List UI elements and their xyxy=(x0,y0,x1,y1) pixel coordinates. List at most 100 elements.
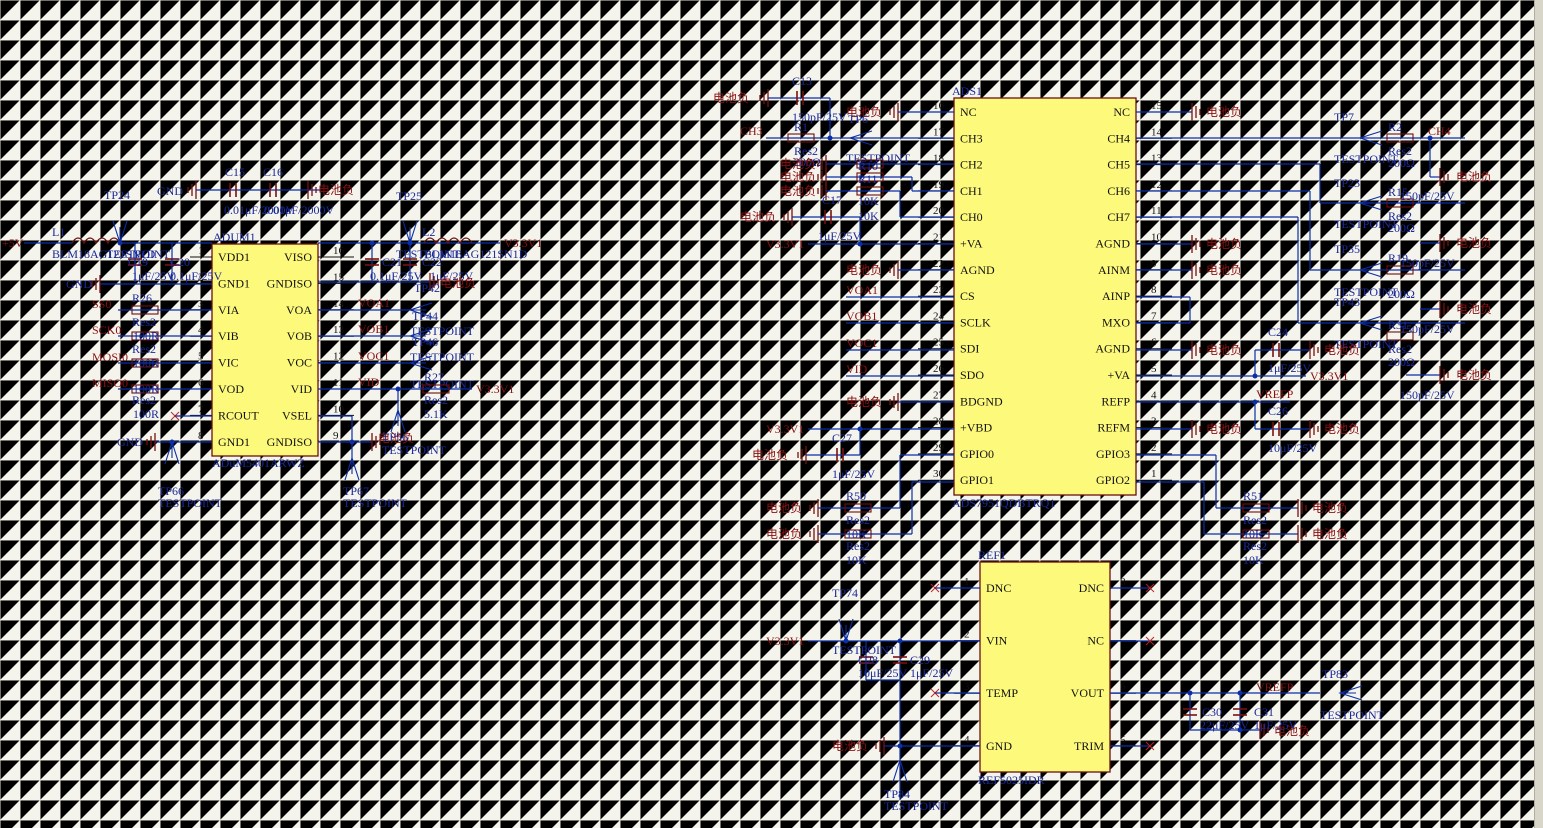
adum1-pin-name: VISO xyxy=(284,250,312,264)
v33-label-1: V3.3V1 xyxy=(504,236,542,250)
adum1-body[interactable] xyxy=(211,243,319,457)
gnd-c18: 电池负 xyxy=(1456,236,1492,250)
gnd-ref1: 电池负 xyxy=(832,739,868,753)
c17-ref: C17 xyxy=(822,193,842,207)
r26-ref: R26 xyxy=(132,291,152,305)
adum1-pin-number: 3 xyxy=(198,298,204,310)
ads1-pin-name: AINM xyxy=(1098,263,1130,277)
r50-value: 10K xyxy=(846,527,867,541)
adum1-pin-number: 15 xyxy=(333,271,345,283)
r52-type: Res2 xyxy=(1243,539,1267,553)
c24-ref: C24 xyxy=(1268,325,1288,339)
c31-ref: C31 xyxy=(1254,705,1274,719)
ads1-pin-name: AGND xyxy=(960,263,995,277)
ref1-pin-number: 7 xyxy=(1120,629,1126,641)
net-ss0: SS0 xyxy=(92,297,111,311)
r2-ref: R2 xyxy=(1388,120,1402,134)
ref1-pin-number: 6 xyxy=(1120,681,1126,693)
ref1-value: REF5025IDR xyxy=(978,773,1045,787)
gnd-c17: 电池负 xyxy=(740,210,776,224)
adum1-pin-name: VIB xyxy=(218,329,239,343)
adum1-pin-name: VID xyxy=(291,382,313,396)
gnd-label-2: GND xyxy=(66,277,92,291)
ads1-pin-number: 14 xyxy=(1151,126,1163,138)
ads1-pin-name: +VA xyxy=(960,237,983,251)
adum1-pin-name: GNDISO xyxy=(267,276,313,290)
adum1-pin-number: 1 xyxy=(198,245,204,257)
r1-value: 200Ω xyxy=(794,155,821,169)
r-value-3: 100R xyxy=(133,382,159,396)
tp43-label: TESTPOINT xyxy=(1334,337,1399,351)
ads1-pin-number: 27 xyxy=(933,389,945,401)
ads1-pin-name: +VA xyxy=(1107,368,1130,382)
ads1-pin-name: CH5 xyxy=(1107,158,1130,172)
c20-ref: C20 xyxy=(170,255,190,269)
tp46-label: TESTPOINT xyxy=(410,350,475,364)
ref1-body[interactable] xyxy=(979,561,1111,773)
r10-ref: R10 xyxy=(858,159,878,173)
tp6-label: TESTPOINT xyxy=(846,151,911,165)
adum1-pin-name: VOA xyxy=(286,303,312,317)
ads1-pin-name: CH6 xyxy=(1107,184,1130,198)
v33-label-5: V3.3V1 xyxy=(1310,369,1348,383)
gnd-6: 电池负 xyxy=(1206,343,1242,357)
v5-label: +5V xyxy=(2,236,24,250)
r49-type: Res2 xyxy=(846,539,870,553)
gnd-r51: 电池负 xyxy=(1312,501,1348,515)
ads1-pin-number: 11 xyxy=(1151,205,1162,217)
l2-value: BLM18AG121SN1D xyxy=(424,247,528,261)
net-voc1: VOC1 xyxy=(358,349,389,363)
adum1-pin-name: GND1 xyxy=(218,276,250,290)
ref1-pin-number: 8 xyxy=(1120,576,1126,588)
c28-value: 10μF/25V xyxy=(858,666,907,680)
gnd-r49: 电池负 xyxy=(766,527,802,541)
ads1-pin-number: 16 xyxy=(933,100,945,112)
net-vid-ads: VID xyxy=(846,362,868,376)
c19-value: 1μF/25V xyxy=(132,269,175,283)
ref1-pin-name: VIN xyxy=(986,634,1008,648)
gnd-22: 电池负 xyxy=(846,263,882,277)
tp74-ref: TP74 xyxy=(832,586,858,600)
r-value-10k: 10K xyxy=(858,209,879,223)
adum1-pin-number: 9 xyxy=(333,430,339,442)
ads1-pin-name: SCLK xyxy=(960,315,991,329)
ads1-pin-number: 21 xyxy=(933,232,944,244)
adum1-pin-name: VIC xyxy=(218,356,239,370)
gnd-27: 电池负 xyxy=(846,395,882,409)
net-ch3: CH3 xyxy=(740,124,763,138)
gnd-r10: 电池负 xyxy=(780,157,816,171)
gnd-c25: 电池负 xyxy=(1456,368,1492,382)
adum1-ref: ADUM1 xyxy=(213,230,256,244)
ads1-pin-number: 2 xyxy=(1151,442,1157,454)
ads1-pin-number: 30 xyxy=(933,468,945,480)
adum1-pin-name: VOB xyxy=(287,329,312,343)
c26-value: 10μF/25V xyxy=(1268,441,1317,455)
net-vrefp-2: VREFP xyxy=(1256,680,1294,694)
tp42-ref: TP42 xyxy=(414,281,440,295)
net-voc1-ads: VOC1 xyxy=(846,336,877,350)
ads1-body[interactable] xyxy=(953,97,1137,496)
gnd-c27: 电池负 xyxy=(752,448,788,462)
tp44-ref: TP44 xyxy=(412,309,438,323)
ads1-pin-number: 7 xyxy=(1151,310,1157,322)
r2-value: 200Ω xyxy=(1388,156,1415,170)
l1-value: BLM18AG121SN1D xyxy=(52,247,156,261)
ads1-pin-number: 3 xyxy=(1151,416,1157,428)
adum1-pin-number: 10 xyxy=(333,403,345,415)
ads1-pin-number: 6 xyxy=(1151,337,1157,349)
r-value-4: 100R xyxy=(133,407,159,421)
gnd-symbol-2: 电池负 xyxy=(440,276,476,290)
gnd-symbol-label: 电池负 xyxy=(318,183,354,197)
tp43-ref: TP43 xyxy=(1334,295,1360,309)
gnd-r52: 电池负 xyxy=(1312,527,1348,541)
scrollbar[interactable] xyxy=(1534,0,1543,828)
r52-value: 10K xyxy=(1243,553,1264,567)
tp84-label: TESTPOINT xyxy=(884,799,949,813)
r15-ref: R15 xyxy=(1388,185,1408,199)
r15-type: Res2 xyxy=(1388,209,1412,223)
r19-value: 200Ω xyxy=(1388,287,1415,301)
ads1-pin-name: CH4 xyxy=(1107,131,1130,145)
gnd-15: 电池负 xyxy=(1206,105,1242,119)
